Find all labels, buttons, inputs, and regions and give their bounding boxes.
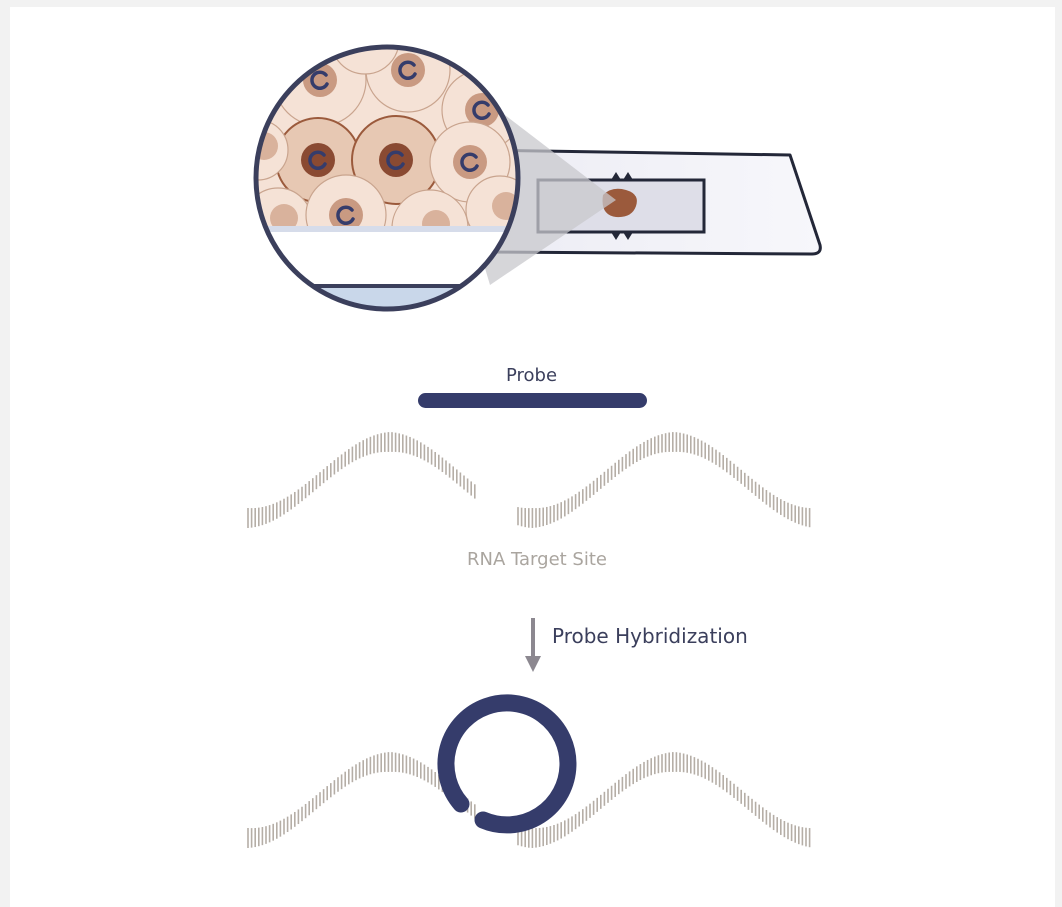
cell — [331, 6, 399, 74]
rna-strand-bottom — [248, 752, 810, 848]
probe-label: Probe — [506, 365, 557, 386]
rna-target-site-label: RNA Target Site — [467, 549, 607, 570]
rna-strand-top — [248, 432, 810, 528]
hybridization-arrow — [525, 618, 541, 672]
probe-bar — [418, 393, 647, 408]
cell — [274, 34, 366, 126]
circular-probe — [446, 703, 568, 825]
probe-hybridization-label: Probe Hybridization — [552, 624, 748, 648]
